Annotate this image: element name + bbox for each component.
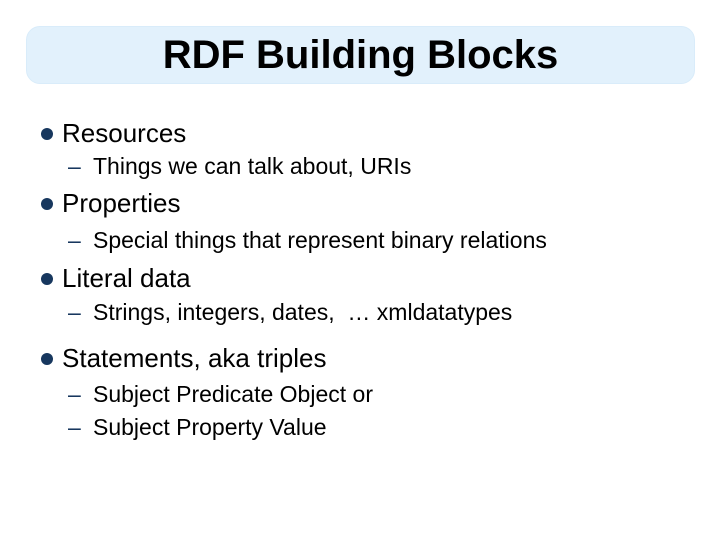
bullet-label: Statements, aka triples	[62, 343, 327, 373]
bullet-label: Literal data	[62, 263, 191, 293]
bullet-item-properties: Properties	[0, 188, 181, 219]
dash-bullet-icon: –	[68, 153, 81, 179]
sub-bullet-label: Strings, integers, dates, … xmldatatypes	[93, 299, 513, 325]
bullet-disc-icon	[41, 353, 53, 365]
dash-bullet-icon: –	[68, 414, 81, 440]
bullet-item-statements: Statements, aka triples	[0, 343, 326, 374]
sub-bullet-label: Subject Predicate Object or	[93, 381, 373, 407]
sub-bullet-label: Special things that represent binary rel…	[93, 227, 547, 253]
sub-bullet-label: Things we can talk about, URIs	[93, 153, 412, 179]
dash-bullet-icon: –	[68, 299, 81, 325]
bullet-disc-icon	[41, 198, 53, 210]
sub-bullet-item: – Things we can talk about, URIs	[0, 153, 411, 181]
bullet-disc-icon	[41, 273, 53, 285]
bullet-label: Properties	[62, 188, 181, 218]
bullet-item-resources: Resources	[0, 118, 186, 149]
dash-bullet-icon: –	[68, 381, 81, 407]
sub-bullet-item: – Strings, integers, dates, … xmldatatyp…	[0, 299, 512, 327]
sub-bullet-label: Subject Property Value	[93, 414, 327, 440]
bullet-disc-icon	[41, 128, 53, 140]
sub-bullet-item: – Special things that represent binary r…	[0, 227, 547, 255]
dash-bullet-icon: –	[68, 227, 81, 253]
bullet-item-literal-data: Literal data	[0, 263, 191, 294]
sub-bullet-item: – Subject Property Value	[0, 414, 327, 442]
slide-title-banner: RDF Building Blocks	[26, 26, 695, 84]
bullet-label: Resources	[62, 118, 187, 148]
slide-title: RDF Building Blocks	[162, 32, 559, 77]
sub-bullet-item: – Subject Predicate Object or	[0, 381, 373, 409]
